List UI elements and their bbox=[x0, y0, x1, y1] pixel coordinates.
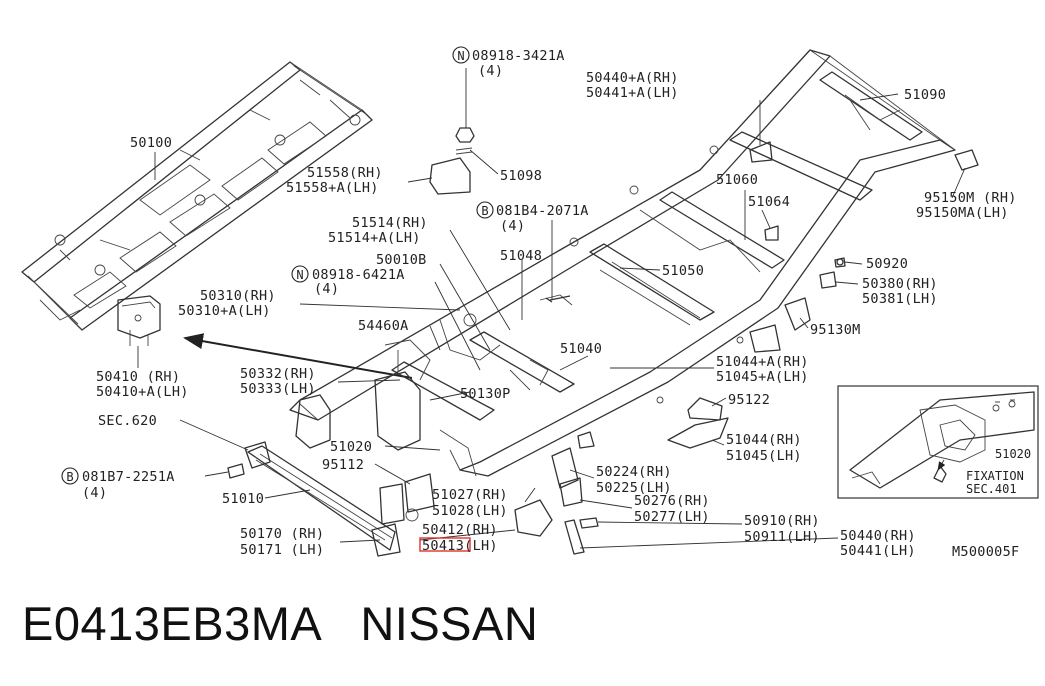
front-crossmember-51010-drawing bbox=[227, 441, 401, 557]
label-51090: 51090 bbox=[904, 87, 946, 103]
label-50310-lh: 50310+A(LH) bbox=[178, 303, 271, 319]
label-50225-lh: 50225(LH) bbox=[596, 480, 672, 496]
label-50920: 50920 bbox=[866, 256, 908, 272]
label-50412-rh: 50412(RH) bbox=[422, 522, 498, 538]
label-51514-rh: 51514(RH) bbox=[352, 215, 428, 231]
label-50381-lh: 50381(LH) bbox=[862, 291, 938, 307]
label-51044-rh: 51044(RH) bbox=[726, 432, 802, 448]
bracket-50410-drawing bbox=[117, 295, 161, 346]
label-51098: 51098 bbox=[500, 168, 542, 184]
label-50332-rh: 50332(RH) bbox=[240, 366, 316, 382]
label-51048: 51048 bbox=[500, 248, 542, 264]
inset-label-51020: 51020 bbox=[995, 447, 1031, 461]
label-50277-lh: 50277(LH) bbox=[634, 509, 710, 525]
label-50224-rh: 50224(RH) bbox=[596, 464, 672, 480]
label-bolt-b1-qty: (4) bbox=[500, 218, 525, 234]
label-bolt-n2-qty: (4) bbox=[314, 281, 339, 297]
label-50410-rh: 50410 (RH) bbox=[96, 369, 180, 385]
label-51514-lh: 51514+A(LH) bbox=[328, 230, 421, 246]
label-50310-rh: 50310(RH) bbox=[200, 288, 276, 304]
svg-text:N: N bbox=[457, 49, 464, 63]
label-50413-lh: 50413(LH) bbox=[422, 538, 498, 554]
inset-detail bbox=[837, 385, 1039, 499]
leader-lines bbox=[137, 68, 966, 549]
label-bolt-top-qty: (4) bbox=[478, 63, 503, 79]
part-number-caption: E0413EB3MA NISSAN bbox=[22, 597, 539, 650]
inset-label-fixation: FIXATION bbox=[966, 469, 1024, 483]
label-51040: 51040 bbox=[560, 341, 602, 357]
label-51020: 51020 bbox=[330, 439, 372, 455]
label-95112: 95112 bbox=[322, 457, 364, 473]
label-50100: 50100 bbox=[130, 135, 172, 151]
label-bolt-b1: 081B4-2071A bbox=[496, 203, 589, 219]
symbol-n-top: N bbox=[452, 46, 470, 64]
label-50911-lh: 50911(LH) bbox=[744, 529, 820, 545]
label-54460a: 54460A bbox=[358, 318, 409, 334]
svg-text:N: N bbox=[296, 268, 303, 282]
label-95150ma-lh: 95150MA(LH) bbox=[916, 205, 1009, 221]
frame-overview-drawing bbox=[21, 61, 373, 331]
label-51027-rh: 51027(RH) bbox=[432, 487, 508, 503]
label-51064: 51064 bbox=[748, 194, 790, 210]
label-51558-rh: 51558(RH) bbox=[307, 165, 383, 181]
svg-text:B: B bbox=[481, 204, 488, 218]
label-bolt-b2: 081B7-2251A bbox=[82, 469, 175, 485]
label-bolt-n2: 08918-6421A bbox=[312, 267, 405, 283]
symbol-b-mid: B bbox=[476, 201, 494, 219]
label-50010b: 50010B bbox=[376, 252, 427, 268]
label-95150m-rh: 95150M (RH) bbox=[924, 190, 1017, 206]
label-50130p: 50130P bbox=[460, 386, 511, 402]
inset-label-sec401: SEC.401 bbox=[966, 482, 1017, 496]
label-51010: 51010 bbox=[222, 491, 264, 507]
label-95130m: 95130M bbox=[810, 322, 861, 338]
label-95122: 95122 bbox=[728, 392, 770, 408]
label-50410a-lh: 50410+A(LH) bbox=[96, 384, 189, 400]
symbol-b-left: B bbox=[61, 467, 79, 485]
label-bolt-b2-qty: (4) bbox=[82, 485, 107, 501]
highlight-box-50413 bbox=[419, 537, 471, 552]
label-sec620: SEC.620 bbox=[98, 413, 157, 429]
part-labels: 08918-3421A (4) 50440+A(RH) 50441+A(LH) … bbox=[82, 48, 1031, 560]
main-frame-drawing bbox=[289, 49, 979, 555]
label-50440-rh: 50440(RH) bbox=[840, 528, 916, 544]
label-51045a-lh: 51045+A(LH) bbox=[716, 369, 809, 385]
label-50441-lh: 50441+A(LH) bbox=[586, 85, 679, 101]
label-50333-lh: 50333(LH) bbox=[240, 381, 316, 397]
reference-arrow bbox=[183, 333, 413, 379]
label-50440-rh: 50440+A(RH) bbox=[586, 70, 679, 86]
label-51050: 51050 bbox=[662, 263, 704, 279]
svg-text:B: B bbox=[66, 470, 73, 484]
label-50171-lh: 50171 (LH) bbox=[240, 542, 324, 558]
label-50276-rh: 50276(RH) bbox=[634, 493, 710, 509]
label-51060: 51060 bbox=[716, 172, 758, 188]
label-51558-lh: 51558+A(LH) bbox=[286, 180, 379, 196]
label-50380-rh: 50380(RH) bbox=[862, 276, 938, 292]
symbol-n-mid: N bbox=[291, 265, 309, 283]
diagram-code: M500005F bbox=[952, 544, 1019, 560]
label-51045-lh: 51045(LH) bbox=[726, 448, 802, 464]
label-51028-lh: 51028(LH) bbox=[432, 503, 508, 519]
label-50910-rh: 50910(RH) bbox=[744, 513, 820, 529]
label-bolt-top: 08918-3421A bbox=[472, 48, 565, 64]
label-51044a-rh: 51044+A(RH) bbox=[716, 354, 809, 370]
label-50441-lh: 50441(LH) bbox=[840, 543, 916, 559]
label-50170-rh: 50170 (RH) bbox=[240, 526, 324, 542]
